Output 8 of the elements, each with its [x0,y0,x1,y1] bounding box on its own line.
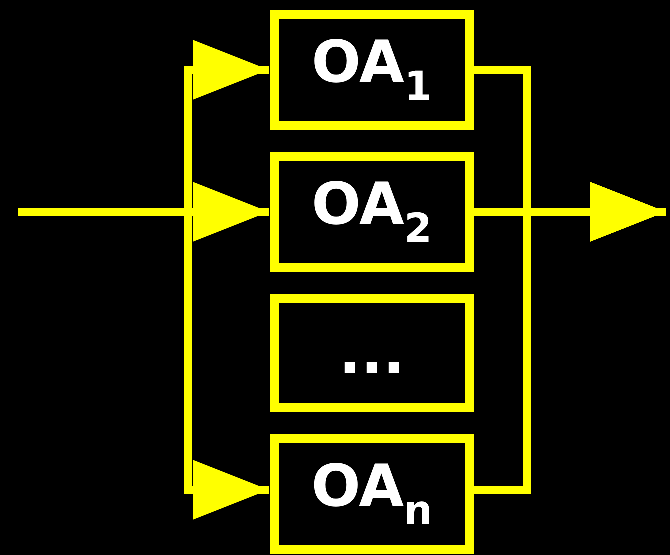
box-label: ... [338,324,406,382]
box-label: OA$_{1}$ [312,33,432,107]
process-box [270,10,474,130]
box-label: OA$_{2}$ [312,175,432,249]
process-box [270,434,474,554]
process-box [270,152,474,272]
process-box [270,294,474,412]
box-label: OA$_{n}$ [311,457,433,531]
